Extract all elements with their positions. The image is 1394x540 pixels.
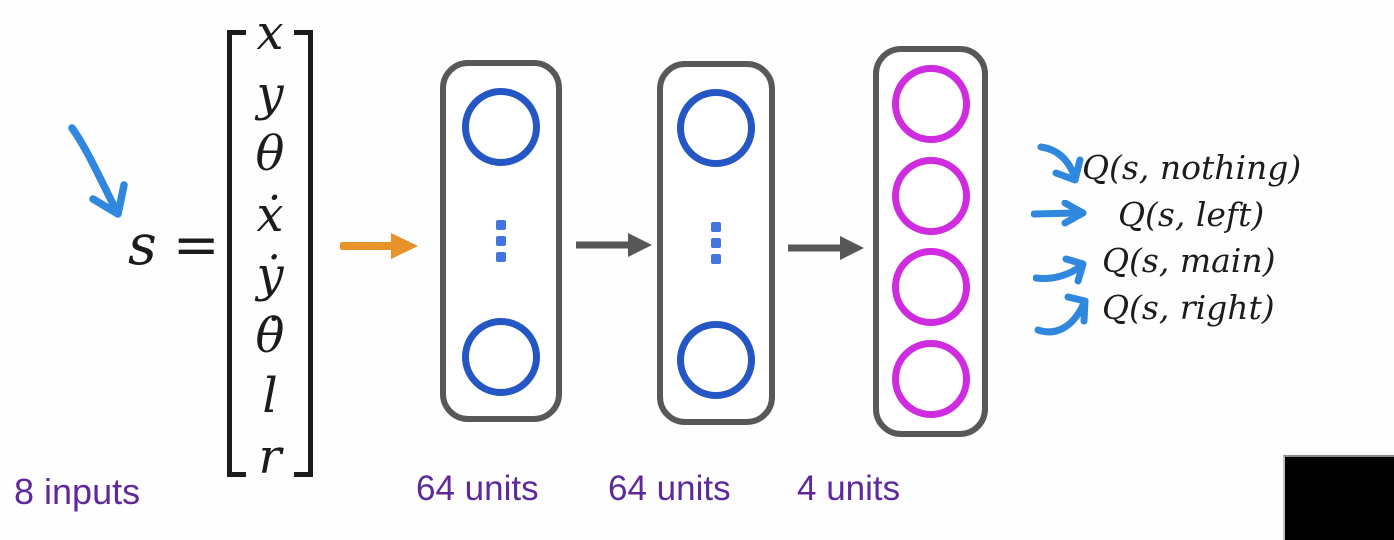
q-right-arrow-icon	[1034, 293, 1089, 336]
vector-entry-r: r	[258, 428, 282, 485]
hidden-layer-1	[440, 60, 562, 422]
vector-entry-ydot: ẏ	[256, 247, 284, 303]
right-bracket	[294, 30, 313, 477]
vector-entry-thetadot: θ̇	[255, 307, 285, 364]
q-left-arrow-icon	[1031, 200, 1087, 227]
q-nothing-arrow-icon	[1037, 143, 1084, 184]
vector-entry-theta: θ	[255, 126, 285, 182]
left-bracket	[227, 30, 246, 477]
vector-entries: x y θ ẋ ẏ θ̇ l r	[227, 3, 313, 487]
layer1-to-layer2-arrow-icon	[576, 233, 652, 257]
video-corner-overlay	[1283, 455, 1394, 540]
state-symbol: s	[128, 213, 157, 278]
output-node	[891, 339, 970, 418]
vector-entry-x: x	[256, 5, 284, 61]
input-arrow-icon	[340, 233, 418, 259]
output-node	[891, 156, 970, 235]
ellipsis-dots-icon	[496, 220, 506, 262]
vector-entry-y: y	[256, 65, 284, 122]
hidden-layer-2	[657, 61, 775, 425]
unit-node	[677, 321, 755, 399]
handdrawn-pointer-arrow-icon	[68, 124, 128, 218]
unit-node	[462, 88, 540, 166]
output-node	[891, 65, 970, 144]
equals-sign: =	[172, 213, 220, 278]
unit-node	[677, 89, 755, 167]
state-equation: s =	[128, 216, 220, 276]
output-layer	[873, 46, 988, 437]
output-node	[891, 248, 970, 327]
output-units-label: 4 units	[797, 469, 901, 508]
q-value-left-label: Q(s, left)	[1118, 195, 1265, 234]
q-value-main-label: Q(s, main)	[1102, 241, 1276, 280]
inputs-count-label: 8 inputs	[14, 471, 141, 512]
ellipsis-dots-icon	[711, 222, 721, 264]
layer2-to-output-arrow-icon	[788, 236, 864, 260]
q-main-arrow-icon	[1033, 255, 1087, 285]
vector-entry-l: l	[262, 368, 278, 424]
layer1-units-label: 64 units	[416, 469, 539, 508]
state-vector: x y θ ẋ ẏ θ̇ l r	[227, 5, 313, 485]
q-value-nothing-label: Q(s, nothing)	[1082, 148, 1302, 187]
layer2-units-label: 64 units	[608, 469, 731, 508]
vector-entry-xdot: ẋ	[256, 186, 284, 243]
q-value-right-label: Q(s, right)	[1102, 288, 1275, 327]
unit-node	[462, 318, 540, 396]
